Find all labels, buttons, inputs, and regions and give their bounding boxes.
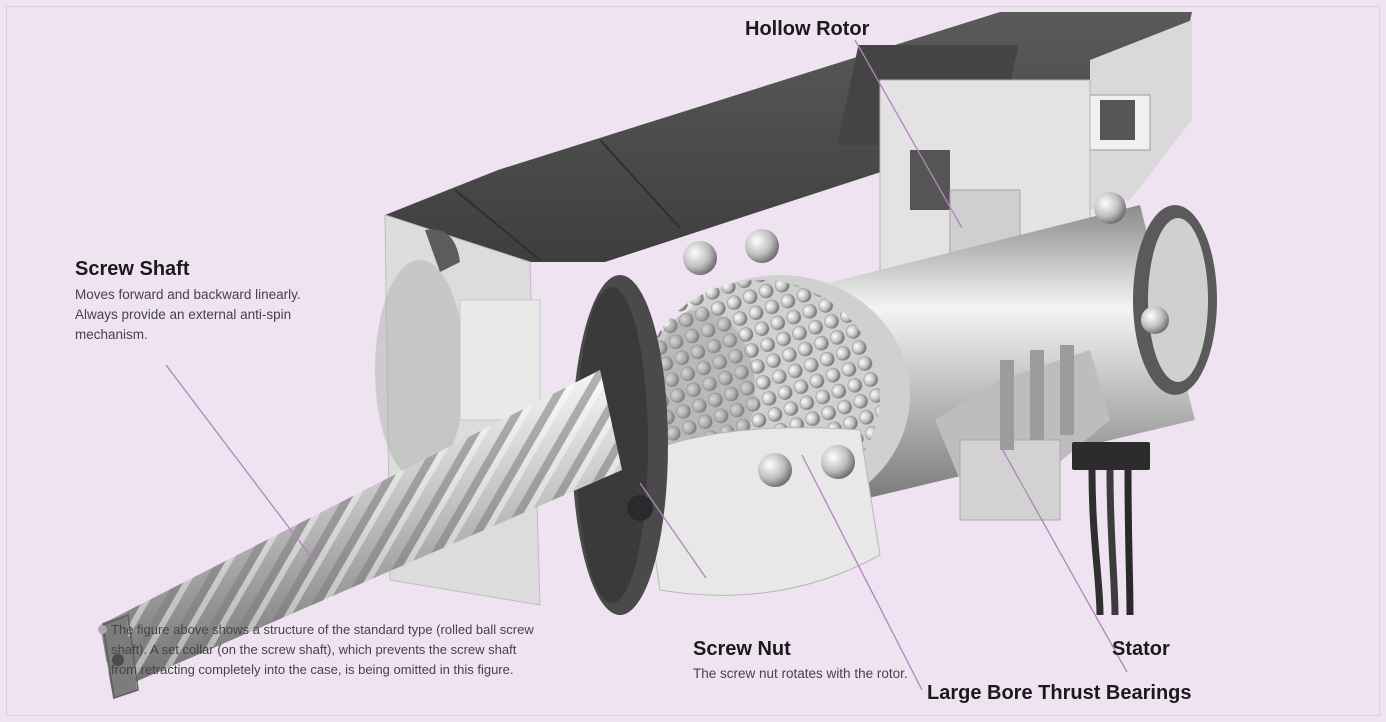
diagram-frame — [6, 6, 1380, 716]
screw-shaft-desc-line: Moves forward and backward linearly. — [75, 287, 301, 302]
label-hollow-rotor-title: Hollow Rotor — [745, 18, 870, 40]
label-screw-nut-title: Screw Nut — [693, 638, 791, 660]
label-stator-title: Stator — [1112, 638, 1170, 660]
motor-cable — [1072, 442, 1150, 616]
footnote-line: from retracting completely into the case… — [111, 662, 514, 677]
label-screw-shaft-desc: Moves forward and backward linearly. Alw… — [75, 285, 301, 345]
leader-stator — [1000, 446, 1128, 673]
screw-shaft-desc-line: mechanism. — [75, 327, 148, 342]
footnote-line: shaft). A set collar (on the screw shaft… — [111, 642, 517, 657]
footnote-line: The figure above shows a structure of th… — [111, 622, 534, 637]
label-screw-nut-desc: The screw nut rotates with the rotor. — [693, 666, 908, 681]
screw-shaft-desc-line: Always provide an external anti-spin — [75, 307, 292, 322]
leader-hollow-rotor — [854, 39, 963, 229]
leader-screw-shaft — [165, 364, 316, 563]
leader-lines — [165, 39, 1128, 691]
bullet-dot-icon — [98, 625, 107, 634]
figure-footnote: The figure above shows a structure of th… — [98, 620, 534, 680]
thrust-bearing-ring — [639, 192, 1169, 596]
stator-coil — [935, 345, 1110, 521]
leader-thrust-bearings — [801, 454, 923, 691]
label-screw-shaft-title: Screw Shaft — [75, 258, 190, 280]
leader-screw-nut — [639, 482, 707, 579]
label-thrust-bearings-title: Large Bore Thrust Bearings — [927, 682, 1192, 704]
screw-shaft — [100, 370, 622, 699]
